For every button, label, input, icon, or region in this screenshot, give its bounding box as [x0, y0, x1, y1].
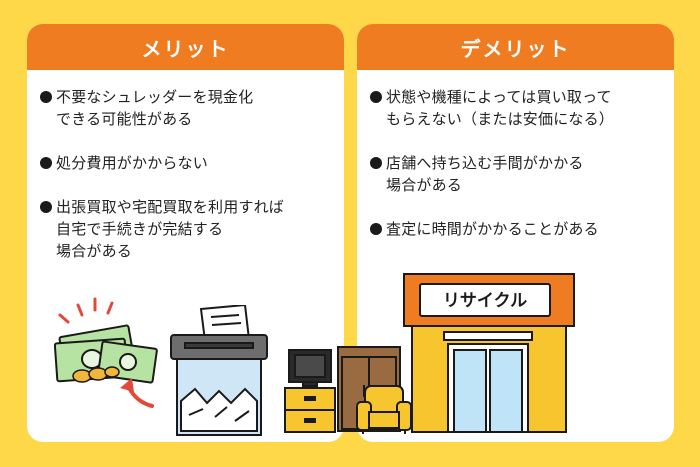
- demerit-item-text: 店舗へ持ち込む手間がかかる 場合がある: [386, 154, 584, 194]
- merit-item: 不要なシュレッダーを現金化 できる可能性がある: [40, 86, 336, 130]
- tv-icon: [284, 349, 336, 433]
- bullet-icon: [40, 91, 52, 103]
- bullet-icon: [40, 157, 52, 169]
- demerit-item: 査定に時間がかかることがある: [370, 218, 666, 240]
- bullet-icon: [370, 223, 382, 235]
- merit-item: 処分費用がかからない: [40, 152, 336, 174]
- bullet-icon: [370, 157, 382, 169]
- demerit-list: 状態や機種によっては買い取って もらえない（または安価になる） 店舗へ持ち込む手…: [370, 86, 666, 262]
- demerit-item: 状態や機種によっては買い取って もらえない（または安価になる）: [370, 86, 666, 130]
- recycle-shop-icon: リサイクル: [403, 273, 575, 433]
- merit-title: メリット: [27, 24, 344, 70]
- merit-item: 出張買取や宅配買取を利用すれば 自宅で手続きが完結する 場合がある: [40, 196, 336, 262]
- shredder-icon: [170, 305, 268, 436]
- merit-list: 不要なシュレッダーを現金化 できる可能性がある 処分費用がかからない 出張買取や…: [40, 86, 336, 284]
- demerit-item: 店舗へ持ち込む手間がかかる 場合がある: [370, 152, 666, 196]
- bullet-icon: [370, 91, 382, 103]
- shop-sign-text: リサイクル: [443, 291, 527, 311]
- arrow-icon: [120, 378, 154, 408]
- demerit-item-text: 査定に時間がかかることがある: [386, 220, 599, 238]
- coin-icon: [72, 366, 120, 383]
- demerit-title: デメリット: [357, 24, 674, 70]
- demerit-item-text: 状態や機種によっては買い取って もらえない（または安価になる）: [386, 88, 615, 128]
- bullet-icon: [40, 201, 52, 213]
- merit-item-text: 処分費用がかからない: [56, 154, 209, 172]
- merit-item-text: 出張買取や宅配買取を利用すれば 自宅で手続きが完結する 場合がある: [56, 198, 285, 260]
- demerit-panel: デメリット 状態や機種によっては買い取って もらえない（または安価になる） 店舗…: [357, 24, 674, 442]
- merit-item-text: 不要なシュレッダーを現金化 できる可能性がある: [56, 88, 254, 128]
- armchair-icon: [356, 385, 412, 434]
